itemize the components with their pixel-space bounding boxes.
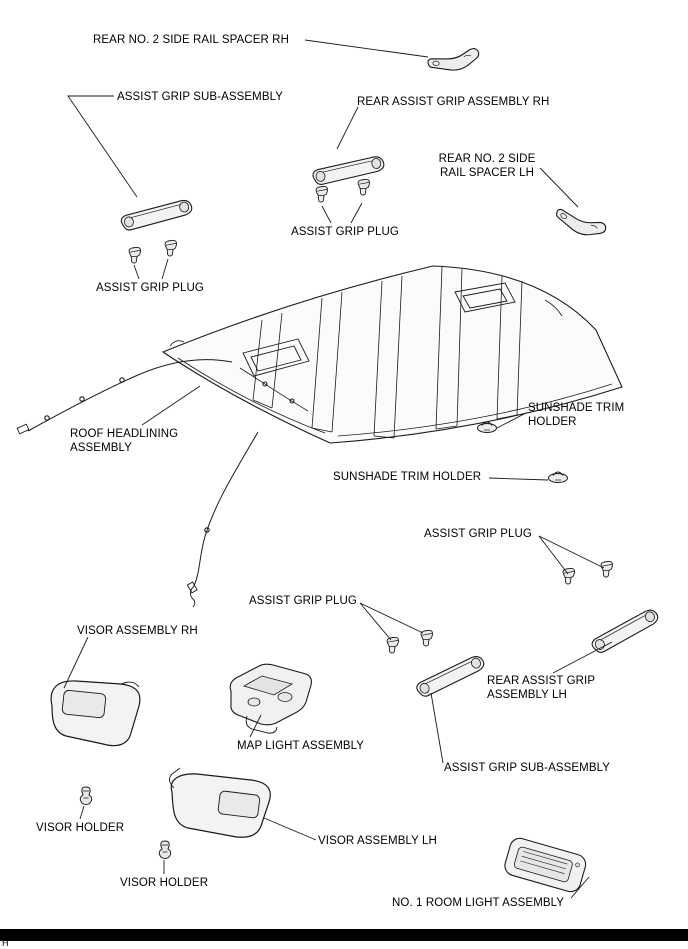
leader-lines (63, 39, 613, 899)
sunshade-trim-holder-drawing (548, 471, 568, 483)
rail-spacer-rh-drawing (426, 43, 480, 74)
label-assist-grip-sub-assembly-top: ASSIST GRIP SUB-ASSEMBLY (117, 91, 284, 103)
visor-rh-drawing (50, 680, 141, 747)
label-sunshade-trim-holder-center: SUNSHADE TRIM HOLDER (333, 471, 482, 483)
rail-spacer-lh-drawing (553, 195, 609, 247)
map-light-drawing (229, 663, 312, 734)
page-footer-bar (0, 929, 688, 941)
label-rear-no2-side-rail-spacer-rh: REAR NO. 2 SIDE RAIL SPACER RH (93, 34, 289, 46)
label-assist-grip-sub-assembly-bottom: ASSIST GRIP SUB-ASSEMBLY (444, 762, 611, 774)
label-assist-grip-plug-left: ASSIST GRIP PLUG (96, 282, 204, 294)
label-no1-room-light-assembly: NO. 1 ROOM LIGHT ASSEMBLY (392, 897, 565, 909)
assist-grip-plug-drawing (386, 636, 400, 654)
visor-holder-drawing (158, 840, 172, 859)
label-visor-holder-center: VISOR HOLDER (120, 877, 209, 889)
label-map-light-assembly: MAP LIGHT ASSEMBLY (237, 740, 365, 752)
label-visor-assembly-rh: VISOR ASSEMBLY RH (77, 625, 198, 637)
label-sunshade-trim-holder-right: SUNSHADE TRIM HOLDER (528, 402, 625, 428)
assist-grip-plug-drawing (128, 246, 142, 264)
assist-grip-sub-assembly-bottom-drawing (412, 653, 489, 700)
assist-grip-plug-drawing (562, 567, 576, 585)
label-rear-assist-grip-assembly-rh: REAR ASSIST GRIP ASSEMBLY RH (357, 96, 550, 108)
visor-holder-drawing (79, 786, 93, 805)
label-visor-holder-left: VISOR HOLDER (36, 822, 125, 834)
assist-grip-plug-drawing (357, 178, 371, 196)
roof-headlining-drawing (16, 265, 623, 608)
label-visor-assembly-lh: VISOR ASSEMBLY LH (318, 835, 437, 847)
label-assist-grip-plug-bottom-center: ASSIST GRIP PLUG (249, 595, 357, 607)
assist-grip-plug-drawing (164, 239, 178, 257)
page-footer-letter: H (2, 938, 9, 948)
assist-grip-plug-drawing (315, 185, 329, 203)
label-rear-no2-side-rail-spacer-lh: REAR NO. 2 SIDE RAIL SPACER LH (438, 153, 536, 179)
assist-grip-sub-assembly-top-drawing (119, 198, 195, 232)
assist-grip-plug-drawing (600, 560, 614, 578)
label-rear-assist-grip-assembly-lh: REAR ASSIST GRIP ASSEMBLY LH (487, 675, 596, 701)
rear-assist-grip-lh-drawing (587, 607, 663, 656)
label-assist-grip-plug-top-center: ASSIST GRIP PLUG (291, 226, 399, 238)
rear-assist-grip-rh-drawing (311, 155, 386, 186)
label-roof-headlining-assembly: ROOF HEADLINING ASSEMBLY (70, 428, 179, 454)
visor-lh-drawing (169, 767, 271, 838)
label-assist-grip-plug-right: ASSIST GRIP PLUG (424, 528, 532, 540)
room-light-drawing (504, 837, 587, 893)
